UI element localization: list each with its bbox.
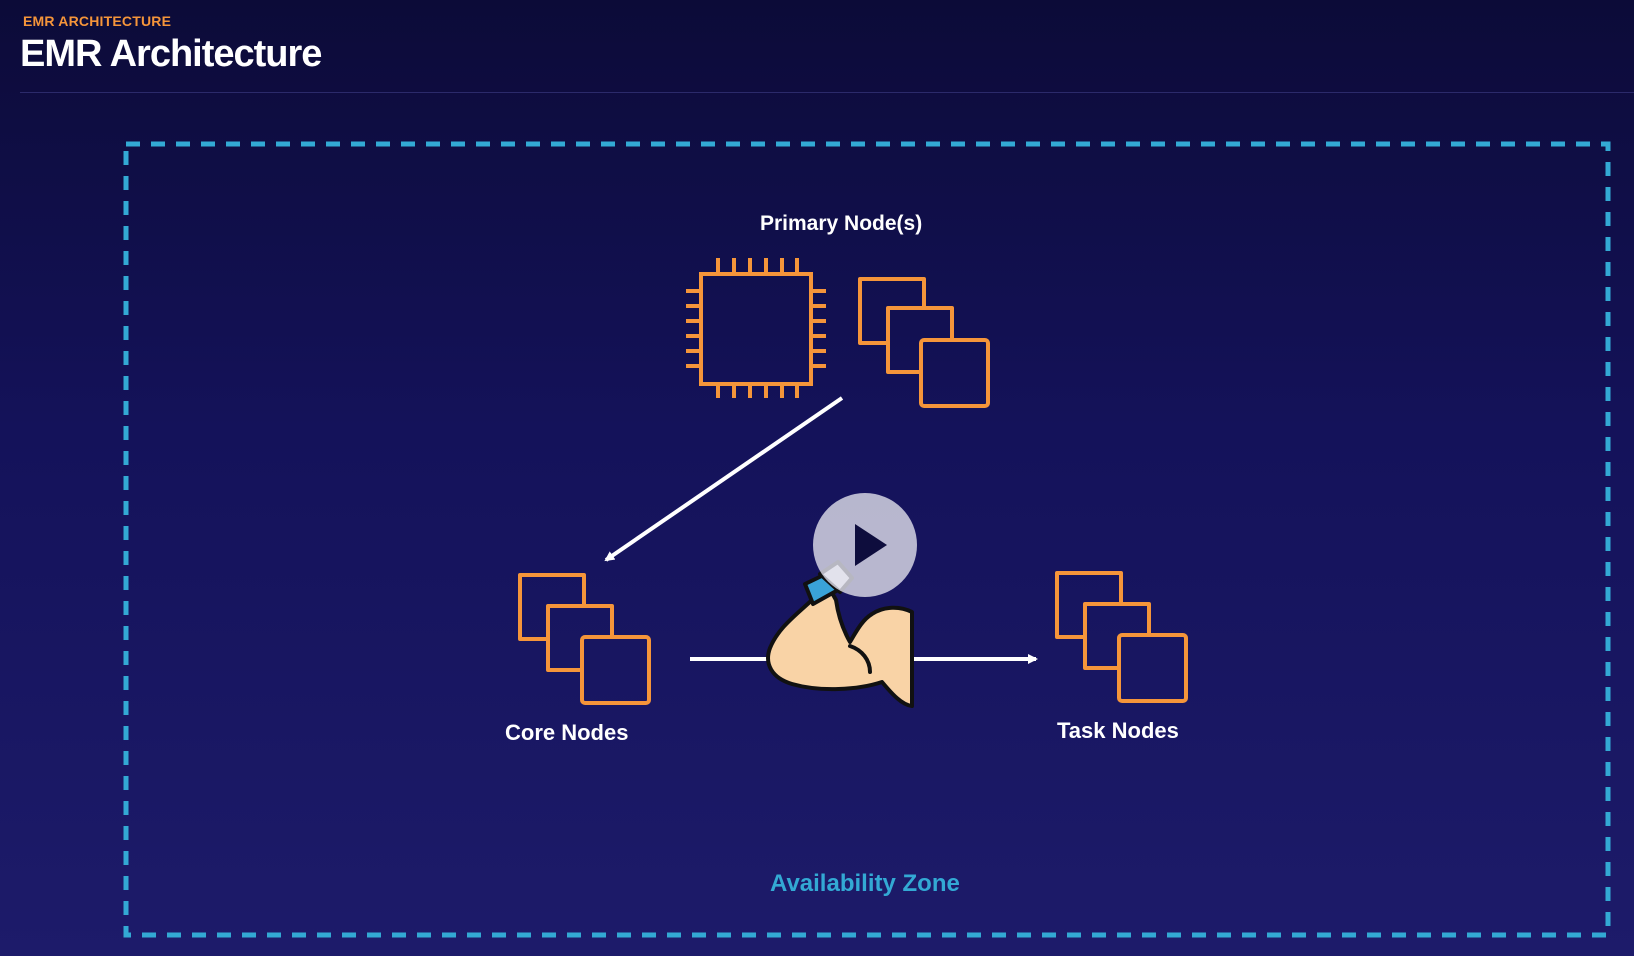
primary-instances-icon [858, 277, 990, 408]
availability-zone-label: Availability Zone [770, 870, 960, 897]
core-nodes-label: Core Nodes [505, 720, 629, 745]
arrow-primary-to-core [604, 396, 844, 562]
cpu-chip-icon [686, 258, 826, 398]
page-title: EMR Architecture [20, 33, 322, 75]
page-header: EMR ARCHITECTURE EMR Architecture [0, 0, 1634, 93]
task-nodes-label: Task Nodes [1057, 718, 1179, 743]
play-button[interactable] [813, 493, 917, 597]
play-icon [855, 524, 887, 566]
availability-zone-boundary [123, 141, 1611, 938]
task-instances-icon [1055, 571, 1188, 703]
primary-nodes-label: Primary Node(s) [760, 212, 923, 235]
header-divider [20, 92, 1634, 93]
section-eyebrow: EMR ARCHITECTURE [23, 13, 172, 29]
core-instances-icon [518, 573, 651, 705]
